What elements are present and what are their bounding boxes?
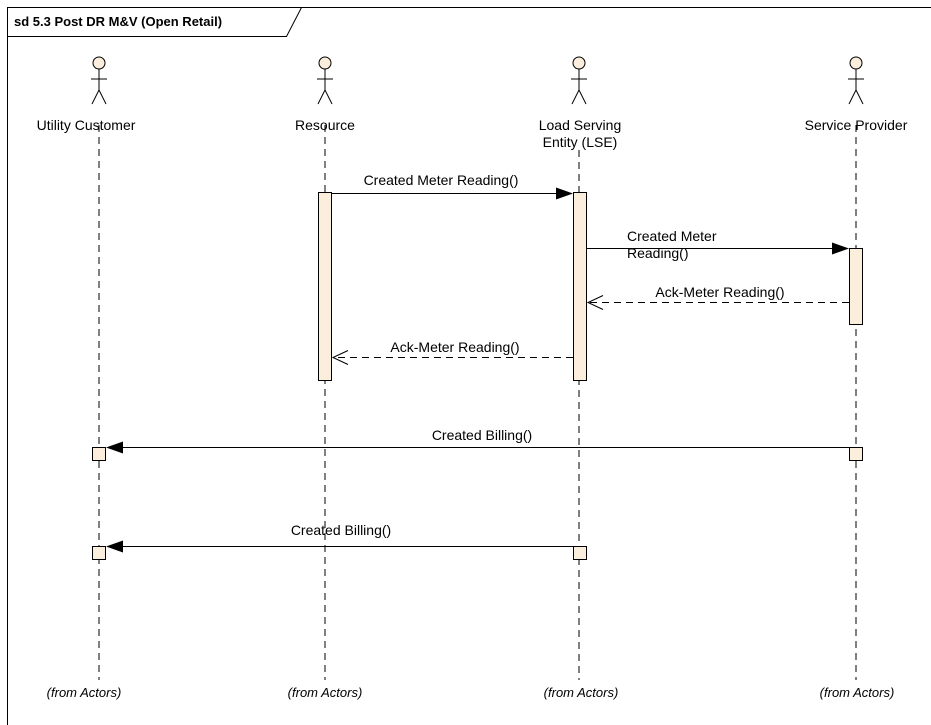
activation-box-service-provider <box>849 447 863 461</box>
actor-icon <box>91 56 107 105</box>
frame-title-tab <box>7 7 302 37</box>
frame-border <box>7 7 931 725</box>
arrowhead <box>586 295 604 310</box>
actor-icon <box>848 56 864 105</box>
arrowhead <box>331 350 349 365</box>
actor-icon <box>317 56 333 105</box>
activation-bar-service-provider <box>849 248 863 325</box>
activation-bar-resource <box>318 192 332 381</box>
activation-box-utility-customer <box>92 447 106 461</box>
arrowhead <box>106 441 123 454</box>
actor-icon <box>571 56 587 105</box>
arrowhead <box>832 242 849 255</box>
arrowhead <box>556 187 573 200</box>
arrowhead <box>106 540 123 553</box>
activation-box-lse <box>573 546 587 560</box>
activation-bar-lse <box>573 192 587 381</box>
activation-box-utility-customer <box>92 546 106 560</box>
